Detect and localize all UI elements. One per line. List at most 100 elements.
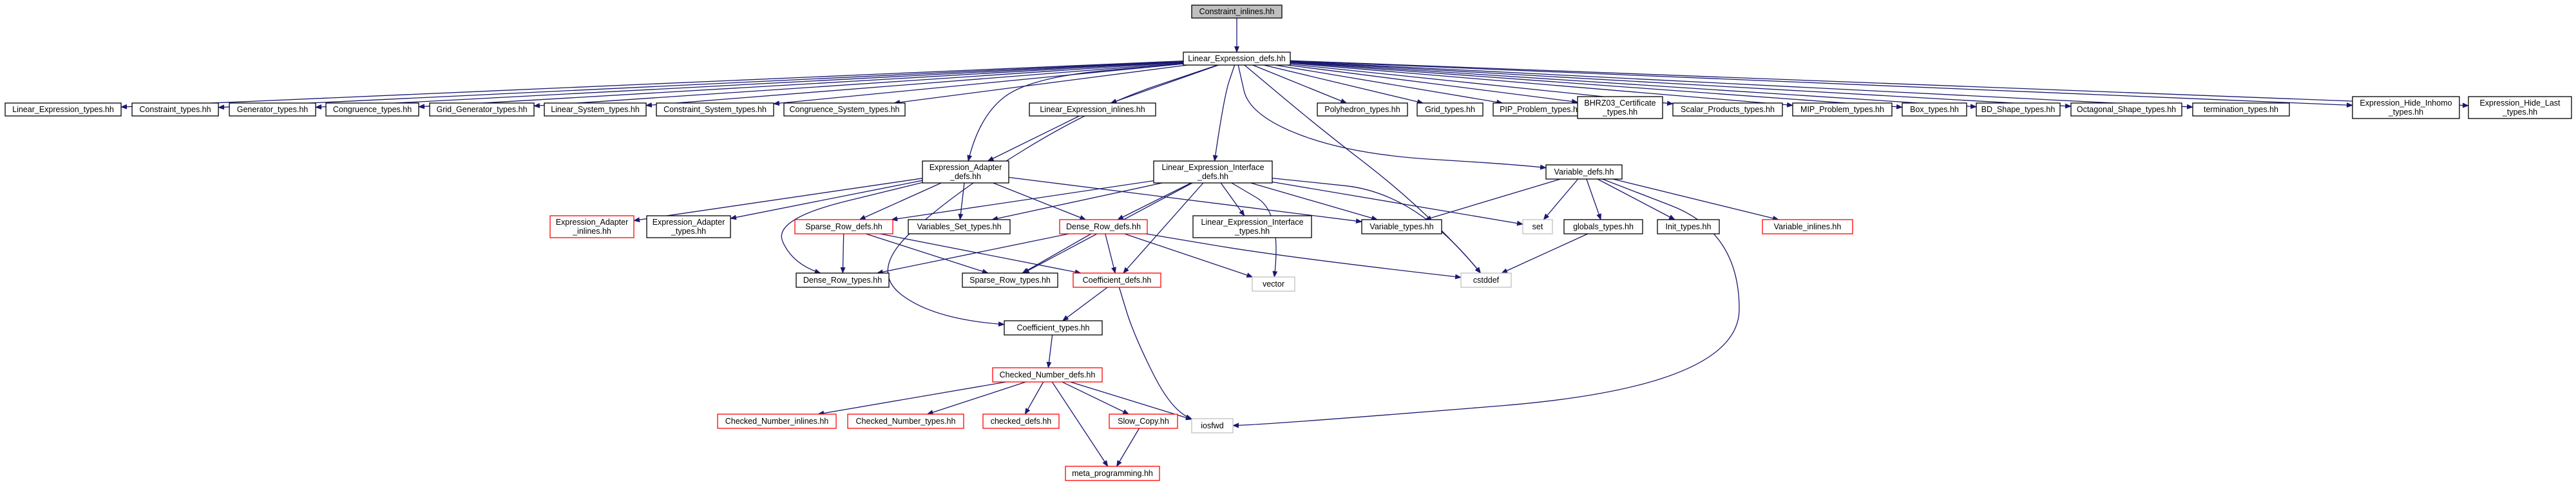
node-ehi[interactable]: Expression_Hide_Inhomo_types.hh: [2352, 96, 2460, 119]
edge-path: [773, 63, 1184, 106]
node-mpg[interactable]: meta_programming.hh: [1065, 466, 1160, 481]
node-ead[interactable]: Expression_Adapter_defs.hh: [922, 160, 1009, 184]
edge-drd-to-srt: [1022, 233, 1092, 274]
node-label: Linear_Expression_Interface: [1201, 218, 1303, 227]
edge-path: [1287, 64, 1578, 104]
edge-srd-to-srt: [866, 233, 989, 274]
node-let[interactable]: Linear_Expression_types.hh: [5, 102, 122, 117]
node-label: Congruence_types.hh: [333, 105, 412, 114]
edge-path: [781, 182, 923, 274]
node-cgt[interactable]: Congruence_types.hh: [325, 102, 419, 117]
node-label: Sparse_Row_types.hh: [969, 276, 1051, 285]
node-srt[interactable]: Sparse_Row_types.hh: [962, 272, 1058, 288]
node-bdt[interactable]: BD_Shape_types.hh: [1976, 102, 2061, 117]
node-label: Checked_Number_inlines.hh: [725, 417, 829, 426]
node-box: [908, 219, 1011, 234]
node-srd[interactable]: Sparse_Row_defs.hh: [794, 219, 893, 234]
edge-ead-to-vst: [958, 182, 965, 220]
node-root[interactable]: Constraint_inlines.hh: [1191, 5, 1283, 19]
node-box: [2352, 96, 2460, 119]
edge-path: [218, 61, 1184, 110]
node-eat[interactable]: Expression_Adapter_types.hh: [646, 215, 731, 238]
edge-cnd-to-cnt: [926, 381, 1026, 415]
node-cgst[interactable]: Congruence_System_types.hh: [783, 102, 906, 117]
node-vst[interactable]: Variables_Set_types.hh: [908, 219, 1011, 234]
node-gt[interactable]: Generator_types.hh: [229, 102, 316, 117]
node-vi[interactable]: Variable_inlines.hh: [1762, 219, 1853, 234]
edge-path: [1070, 381, 1192, 421]
node-grt[interactable]: Grid_types.hh: [1417, 102, 1484, 117]
node-glt[interactable]: globals_types.hh: [1563, 219, 1643, 234]
node-label: Coefficient_types.hh: [1016, 323, 1089, 332]
edge-path: [1051, 381, 1109, 467]
node-label: Variables_Set_types.hh: [917, 222, 1001, 231]
edge-cd-to-ios: [1118, 287, 1192, 420]
node-box: [544, 102, 647, 117]
node-led[interactable]: Linear_Expression_defs.hh: [1183, 52, 1291, 66]
node-ios: iosfwd: [1191, 418, 1234, 433]
edge-path: [1232, 178, 1740, 428]
node-box: [549, 215, 634, 238]
edge-path: [1290, 60, 2469, 108]
node-box: [1460, 272, 1512, 288]
node-label: checked_defs.hh: [991, 417, 1052, 426]
node-box: [1657, 219, 1720, 234]
node-spt[interactable]: Scalar_Products_types.hh: [1672, 102, 1783, 117]
node-pt[interactable]: Polyhedron_types.hh: [1317, 102, 1408, 117]
node-label: Checked_Number_defs.hh: [1000, 370, 1096, 379]
node-box: [2070, 102, 2182, 117]
node-mipt[interactable]: MIP_Problem_types.hh: [1792, 102, 1893, 117]
edge-vd-to-set: [1543, 178, 1579, 220]
node-box: [962, 272, 1058, 288]
node-leit[interactable]: Linear_Expression_Interface_types.hh: [1192, 215, 1312, 238]
node-label: Variable_types.hh: [1369, 222, 1433, 231]
node-drt[interactable]: Dense_Row_types.hh: [796, 272, 890, 288]
node-slc[interactable]: Slow_Copy.hh: [1109, 414, 1178, 429]
node-label: Expression_Adapter: [556, 218, 629, 227]
node-vt[interactable]: Variable_types.hh: [1361, 219, 1442, 234]
edge-path: [1275, 64, 1503, 105]
node-lst[interactable]: Linear_System_types.hh: [544, 102, 647, 117]
node-box: [2192, 102, 2290, 117]
node-box: [1361, 219, 1442, 234]
node-chd[interactable]: checked_defs.hh: [982, 414, 1060, 429]
node-bt[interactable]: Box_types.hh: [1902, 102, 1967, 117]
node-label: Slow_Copy.hh: [1118, 417, 1169, 426]
edge-path: [1008, 176, 1362, 224]
node-ct[interactable]: Constraint_types.hh: [131, 102, 219, 117]
node-cft[interactable]: Coefficient_types.hh: [1004, 320, 1103, 336]
node-bhrz[interactable]: BHRZ03_Certificate_types.hh: [1577, 96, 1663, 119]
node-box: [1792, 102, 1893, 117]
node-cnd[interactable]: Checked_Number_defs.hh: [992, 367, 1103, 383]
node-cnt[interactable]: Checked_Number_types.hh: [847, 414, 964, 429]
edge-path: [993, 182, 1087, 220]
node-pipt[interactable]: PIP_Problem_types.hh: [1493, 102, 1589, 117]
edge-vd-to-itt: [1597, 178, 1675, 220]
node-box: [325, 102, 419, 117]
node-eai[interactable]: Expression_Adapter_inlines.hh: [549, 215, 634, 238]
node-ehl[interactable]: Expression_Hide_Last_types.hh: [2468, 96, 2572, 119]
node-label: Linear_Expression_inlines.hh: [1040, 105, 1145, 114]
node-itt[interactable]: Init_types.hh: [1657, 219, 1720, 234]
edge-path: [1117, 182, 1192, 220]
node-tt[interactable]: termination_types.hh: [2192, 102, 2290, 117]
node-leid[interactable]: Linear_Expression_Interface_defs.hh: [1153, 160, 1273, 184]
edge-path: [730, 180, 923, 220]
node-ggt[interactable]: Grid_Generator_types.hh: [429, 102, 535, 117]
node-drd[interactable]: Dense_Row_defs.hh: [1059, 219, 1148, 234]
node-vd[interactable]: Variable_defs.hh: [1545, 164, 1623, 180]
node-lei[interactable]: Linear_Expression_inlines.hh: [1029, 102, 1156, 117]
edge-led-to-gt: [315, 61, 1184, 110]
edge-leid-to-cd: [1123, 182, 1204, 274]
node-ost[interactable]: Octagonal_Shape_types.hh: [2070, 102, 2182, 117]
node-box: [922, 160, 1009, 184]
node-box: [1073, 272, 1161, 288]
edge-path: [1290, 62, 1793, 108]
node-cni[interactable]: Checked_Number_inlines.hh: [717, 414, 837, 429]
edge-path: [859, 182, 942, 220]
node-cd[interactable]: Coefficient_defs.hh: [1073, 272, 1161, 288]
edge-leid-to-vst: [991, 182, 1163, 222]
node-box: [2468, 96, 2572, 119]
node-cst[interactable]: Constraint_System_types.hh: [656, 102, 774, 117]
node-label: Generator_types.hh: [237, 105, 309, 114]
